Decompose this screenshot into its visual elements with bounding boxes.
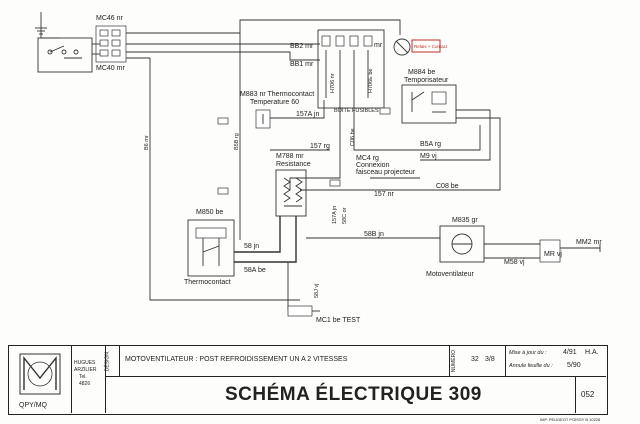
label-connexion: Connexion [356, 162, 390, 169]
label-c08: C08 be [436, 183, 459, 190]
label-bb1: BB1 mr [290, 61, 314, 68]
logo-cell: QPY/MQ [9, 346, 72, 413]
maj-author: H.A. [585, 349, 599, 356]
maj-value: 4/91 [563, 349, 577, 356]
connector-mc46-mc40 [95, 25, 127, 63]
label-m884: M884 be [408, 69, 435, 76]
thermocontact-m883 [255, 109, 271, 129]
left-switch-box [37, 37, 93, 73]
label-relay-note: Relais + Contact [414, 44, 448, 49]
description-cell: MOTOVENTILATEUR : POST REFROIDISSEMENT U… [119, 346, 450, 377]
logo-emblem [19, 353, 61, 395]
label-b5a: B5A rg [420, 141, 441, 148]
label-temp60: Temperature 60 [250, 99, 299, 106]
page-number-cell: 052 [575, 376, 606, 413]
revision-cell: Mise à jour du : 4/91 H.A. Annule feuill… [505, 346, 606, 377]
label-58j: 58J vj [314, 284, 320, 298]
label-157-nr: 157 nr [374, 191, 395, 198]
label-58b: 58B jn [364, 231, 384, 238]
label-157-rg: 157 rg [310, 143, 330, 150]
relay-symbol [393, 38, 411, 56]
label-58-jn: 58 jn [244, 243, 259, 250]
label-temporisateur: Temporisateur [404, 77, 449, 84]
numero-sub: 3/8 [485, 356, 495, 363]
design-label: DÉSIGN. [104, 350, 111, 372]
label-m883: M883 nr Thermocontact [240, 91, 314, 98]
relay-note-box [411, 39, 441, 53]
label-mc46: MC46 nr [96, 15, 124, 22]
maj-label: Mise à jour du : [509, 350, 547, 356]
thermocontact-m850 [187, 219, 235, 277]
label-thermocontact: Thermocontact [184, 279, 231, 286]
fuse-box [317, 29, 385, 109]
connector-mm2 [539, 239, 601, 263]
resistance-m788 [275, 169, 307, 217]
annule-value: 5/90 [567, 362, 581, 369]
label-m835: M835 gr [452, 217, 478, 224]
label-resistance: Resistance [276, 161, 311, 168]
label-bb2: BB2 mr [290, 43, 314, 50]
author-line-2: ARZILIER [74, 367, 97, 373]
author-cell: HUGUES ARZILIER Tel. 4826 [71, 346, 106, 413]
label-m788: M788 mr [276, 153, 304, 160]
label-mc4: MC4 rg [356, 155, 379, 162]
label-mr-vj: MR vj [544, 251, 562, 258]
logo-text: QPY/MQ [19, 402, 48, 409]
label-157a-top: 157A jn [296, 111, 319, 118]
label-mr-top: mr [374, 42, 383, 49]
label-m58: M58 vj [504, 259, 525, 266]
title-block: QPY/MQ HUGUES ARZILIER Tel. 4826 DÉSIGN.… [8, 345, 608, 415]
label-157a-vertical: 157A jn [332, 206, 338, 224]
author-line-4: 4826 [79, 381, 91, 387]
label-faisceau: faisceau projecteur [356, 169, 416, 176]
label-m9: M9 vj [420, 153, 437, 160]
author-line-3: Tel. [79, 374, 87, 380]
label-h706: H706 nr [330, 73, 336, 93]
label-boite-fusibles: BOITE FUSIBLES [334, 108, 379, 114]
label-58c: 58C or [342, 207, 348, 224]
footer-print-note: IMP. PEUGEOT POISSY B 10226 [540, 417, 601, 422]
label-m850: M850 be [196, 209, 223, 216]
label-b5b: B5B rg [234, 133, 240, 150]
design-label-cell: DÉSIGN. [104, 346, 120, 377]
label-motoventilateur: Motoventilateur [426, 271, 475, 278]
label-mc40: MC40 mr [96, 65, 125, 72]
label-h706e: H706E be [368, 69, 374, 93]
label-c06: C06 be [350, 128, 356, 146]
numero-value: 32 [471, 356, 479, 363]
main-title: SCHÉMA ÉLECTRIQUE 309 [225, 384, 482, 405]
main-title-cell: SCHÉMA ÉLECTRIQUE 309 [105, 376, 576, 413]
description-text: MOTOVENTILATEUR : POST REFROIDISSEMENT U… [125, 356, 348, 363]
label-mm2: MM2 mr [576, 239, 602, 246]
motor-m835 [439, 225, 485, 263]
label-b6: B6 mr [144, 135, 150, 150]
ground-symbol [35, 12, 60, 39]
temporisateur-box [401, 84, 457, 124]
numero-cell: NUMÉRO 32 3/8 [449, 346, 506, 377]
page-number: 052 [581, 390, 595, 399]
numero-label: NUMÉRO [451, 349, 458, 373]
annule-label: Annule feuille du : [509, 363, 553, 369]
author-line-1: HUGUES [74, 360, 96, 366]
label-mc1: MC1 be TEST [316, 317, 361, 324]
label-58a-be: 58A be [244, 267, 266, 274]
connector-mc1-test [287, 305, 320, 317]
